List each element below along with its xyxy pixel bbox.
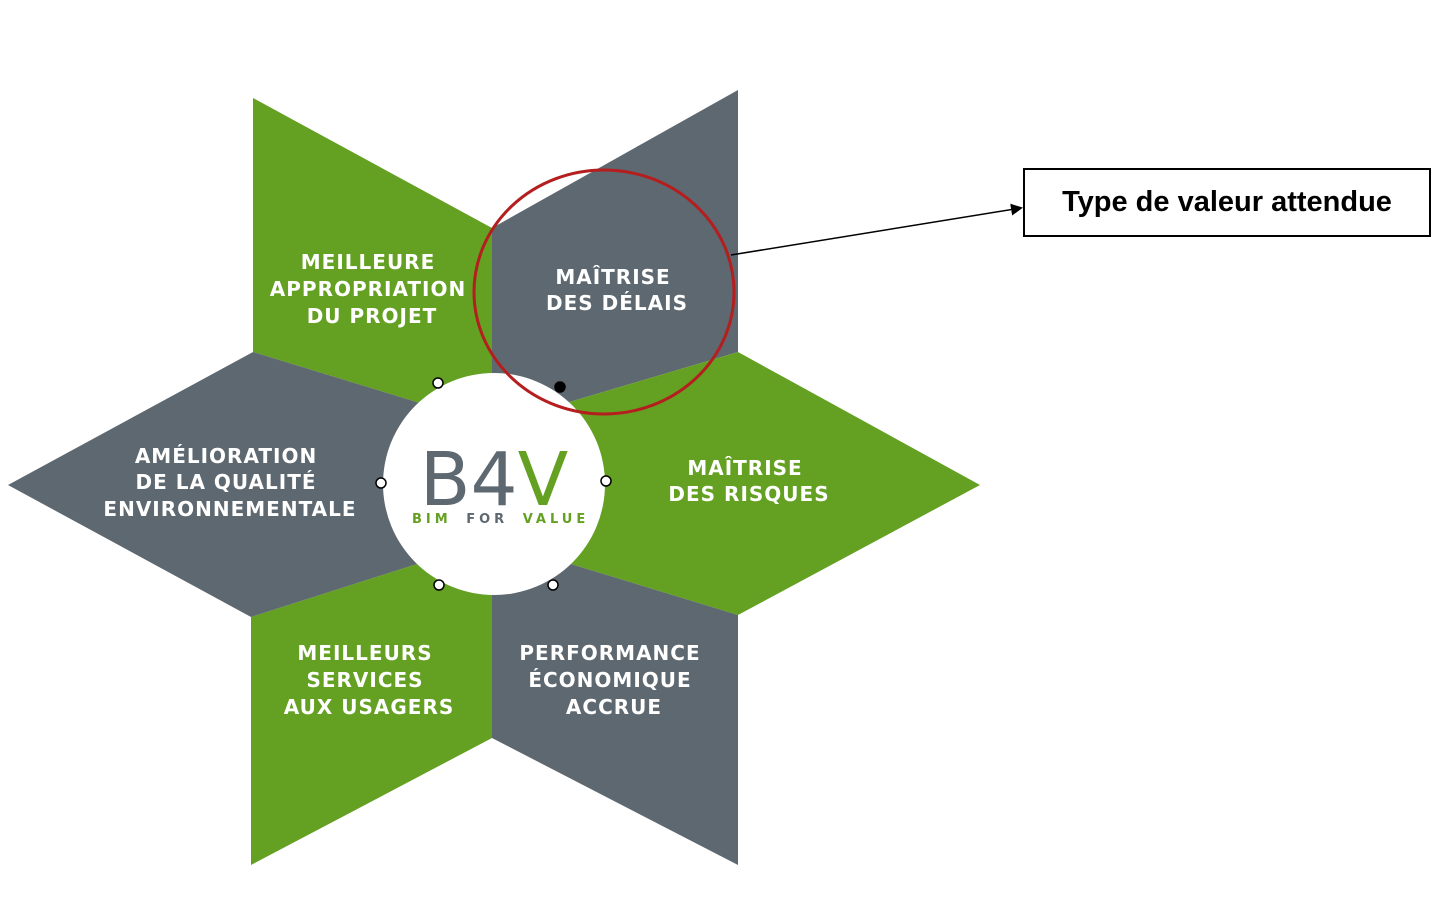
segment-amelioration-environnementale	[8, 352, 492, 617]
label-maitrise-risques: MAÎTRISE DES RISQUES	[668, 456, 829, 506]
svg-text:BIM FOR VALUE: BIM FOR VALUE	[412, 512, 589, 527]
label-maitrise-delais: MAÎTRISE DES DÉLAIS	[546, 265, 688, 315]
segment-meilleurs-services	[251, 540, 492, 865]
logo-value: VALUE	[523, 512, 590, 527]
segment-maitrise-delais	[492, 90, 738, 425]
logo-b4: B4	[420, 437, 518, 523]
logo-for: FOR	[466, 512, 508, 527]
segment-performance-economique	[492, 540, 738, 865]
handle-bottom-right[interactable]	[547, 579, 559, 591]
segment-meilleure-appropriation	[253, 98, 492, 425]
selection-handles[interactable]	[375, 377, 612, 591]
handle-left[interactable]	[375, 477, 387, 489]
handle-top-left[interactable]	[432, 377, 444, 389]
center-disc	[383, 373, 605, 595]
highlight-circle	[472, 168, 736, 416]
svg-text:B4V: B4V	[420, 437, 569, 523]
label-amelioration-environnementale: AMÉLIORATION DE LA QUALITÉ ENVIRONNEMENT…	[103, 444, 356, 521]
b4v-logo: B4V BIM FOR VALUE	[412, 437, 589, 527]
segment-maitrise-risques	[492, 352, 980, 615]
callout-box: Type de valeur attendue	[1023, 168, 1431, 237]
callout-arrow	[730, 203, 1023, 256]
logo-v: V	[518, 437, 569, 523]
handle-rotation[interactable]	[554, 381, 566, 393]
label-meilleure-appropriation: MEILLEURE APPROPRIATION DU PROJET	[270, 250, 474, 328]
callout-text: Type de valeur attendue	[1062, 186, 1392, 218]
label-performance-economique: PERFORMANCE ÉCONOMIQUE ACCRUE	[519, 641, 708, 719]
label-meilleurs-services: MEILLEURS SERVICES AUX USAGERS	[284, 641, 455, 719]
handle-bottom-left[interactable]	[433, 579, 445, 591]
logo-bim: BIM	[412, 512, 452, 527]
handle-right[interactable]	[600, 475, 612, 487]
